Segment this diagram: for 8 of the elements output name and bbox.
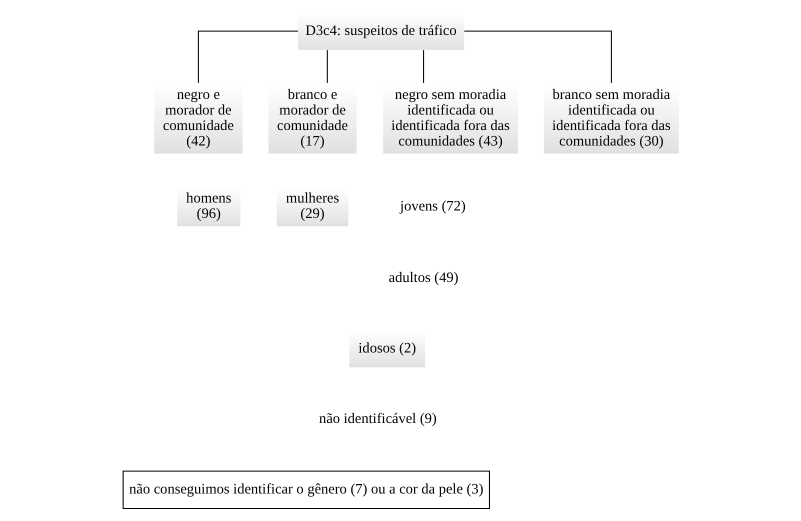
node-box: não conseguimos identificar o gênero (7) ou a cor da pele (3) bbox=[122, 470, 490, 510]
label: adultos (49) bbox=[388, 270, 458, 286]
connector bbox=[197, 30, 298, 83]
connector bbox=[464, 30, 612, 83]
label: não identificável (9) bbox=[318, 411, 436, 428]
label: jovens (72) bbox=[400, 198, 466, 214]
connector bbox=[422, 50, 424, 83]
connector bbox=[326, 50, 328, 83]
